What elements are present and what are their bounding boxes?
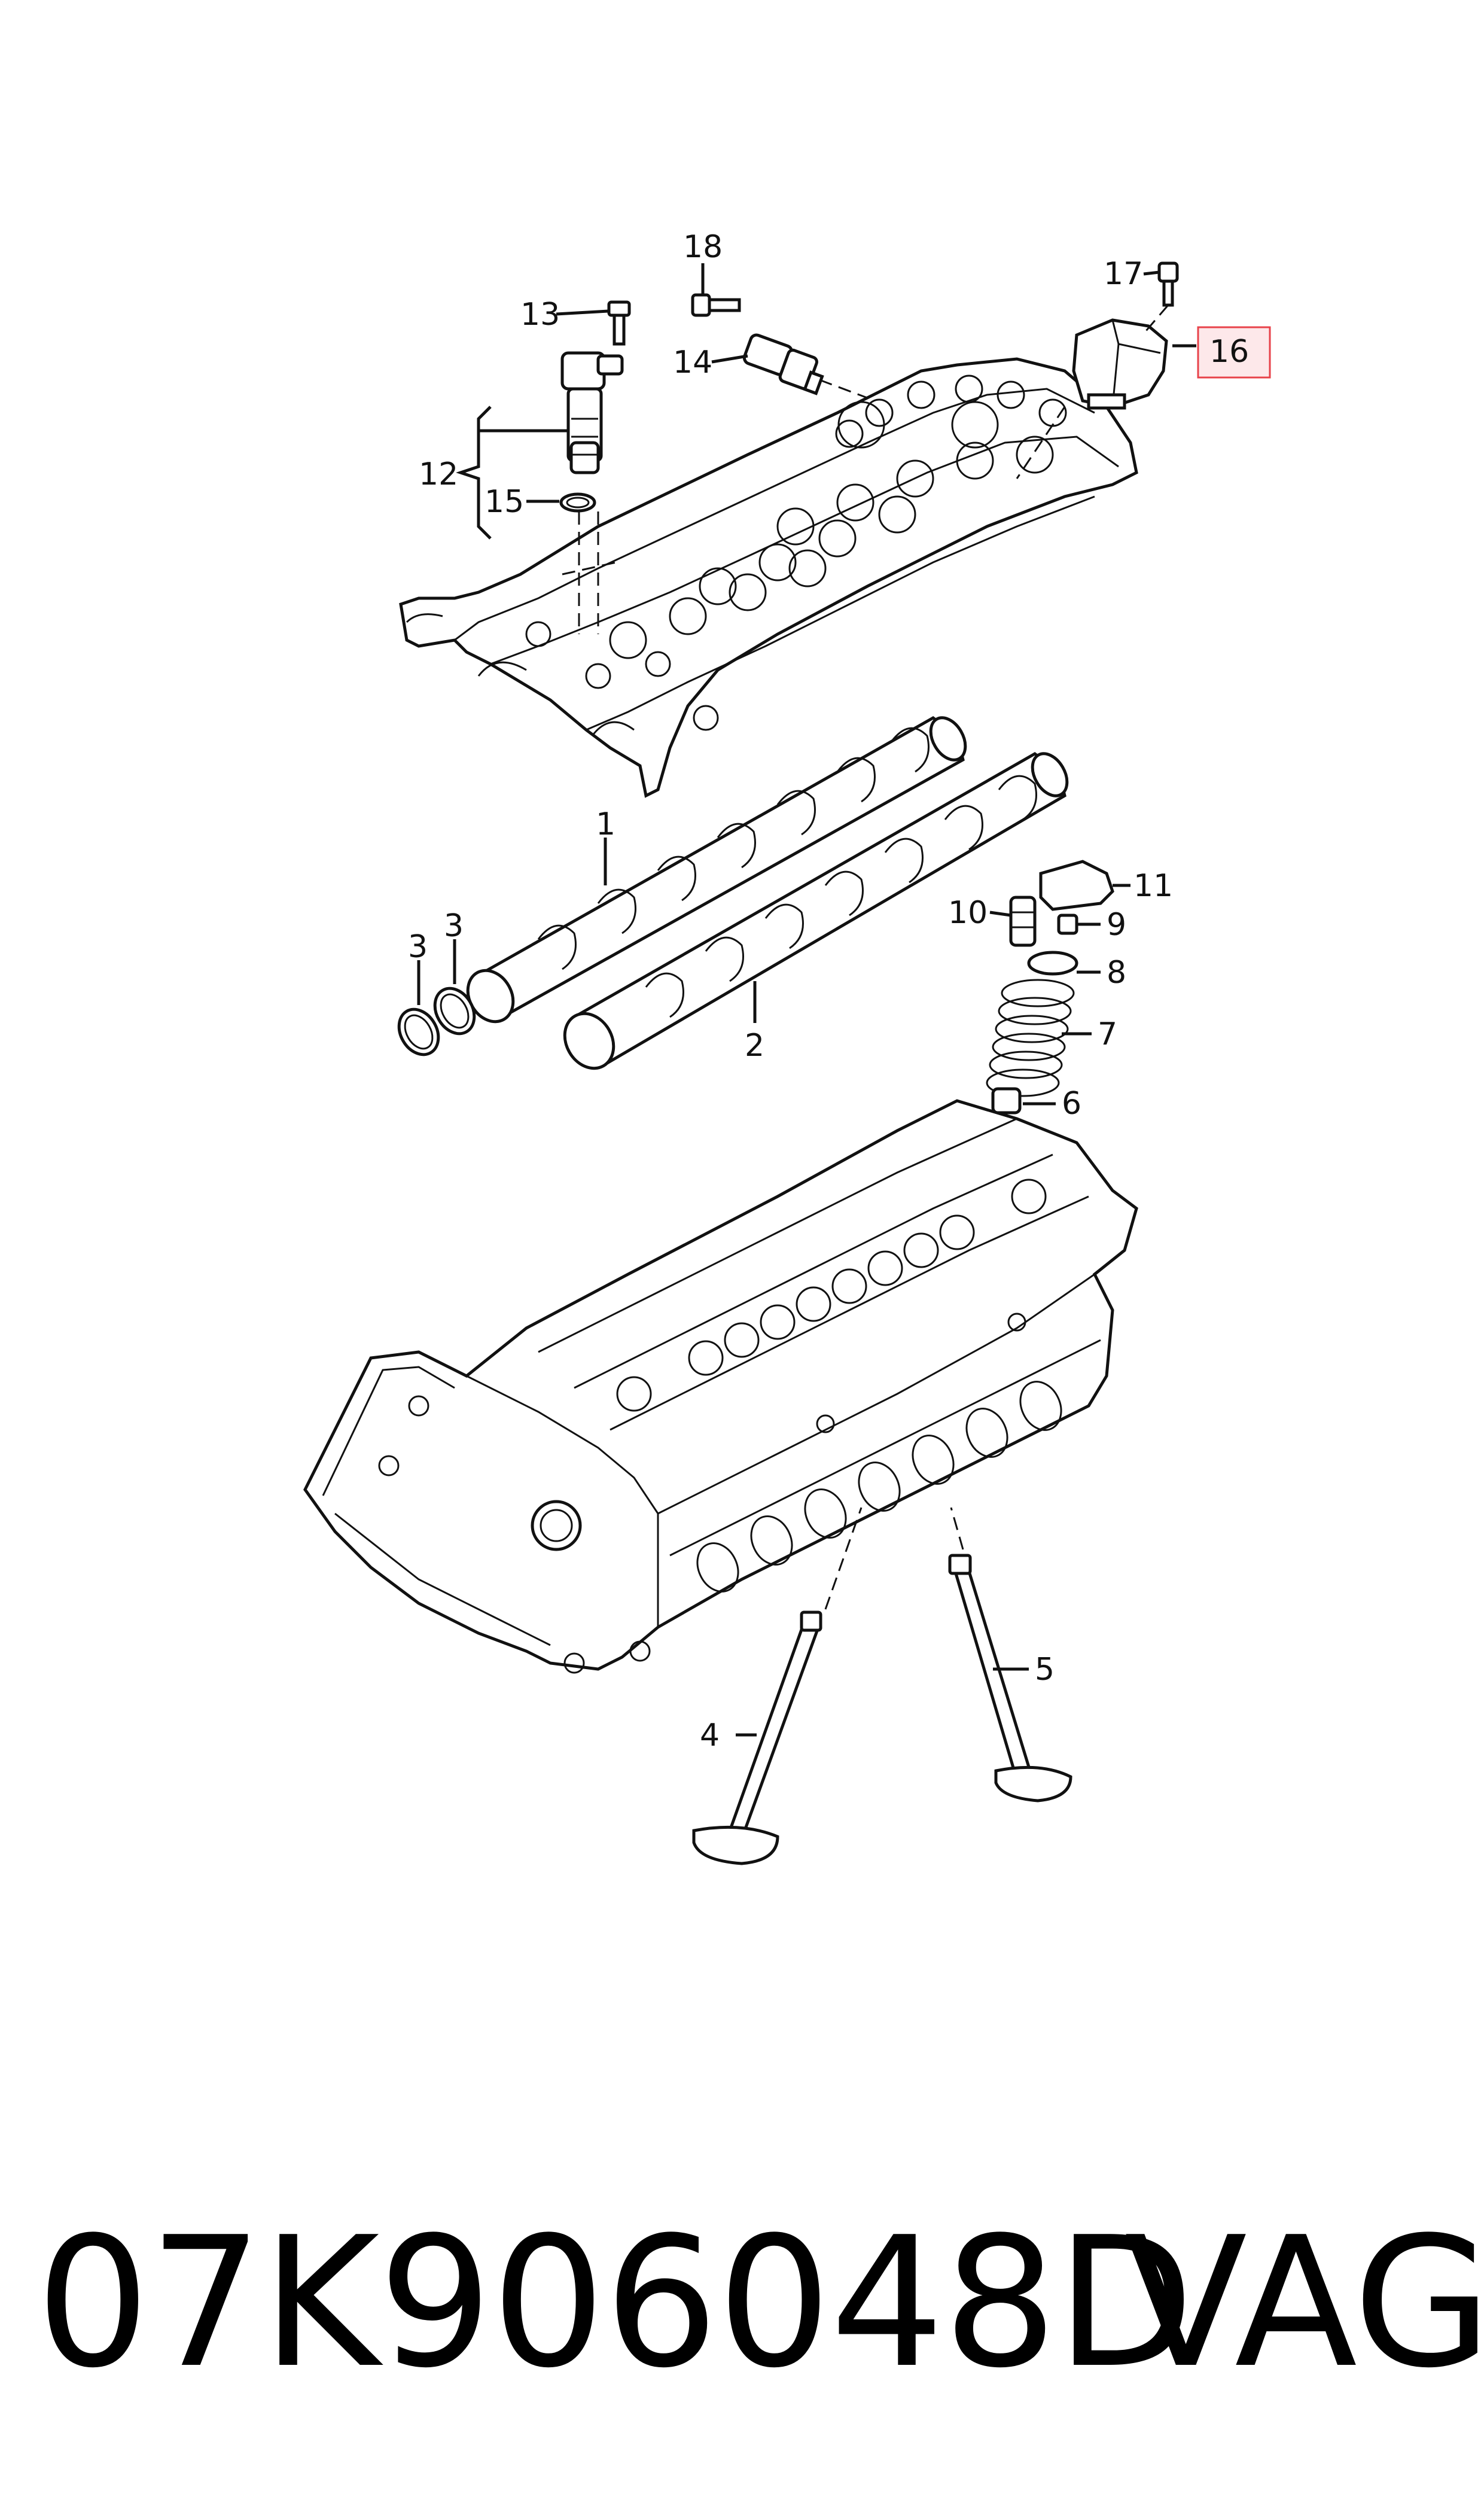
callout-16-highlight [1197,326,1271,379]
callout-6: 6 [1062,1086,1081,1122]
sensor-14 [742,333,824,395]
callout-3a: 3 [408,929,428,965]
valve-5 [948,1554,1072,1803]
camshaft-1 [466,716,967,1024]
seal-ring-3b [433,987,476,1036]
callout-1: 1 [596,806,615,842]
bolt-17 [1157,261,1179,307]
leader-lines [417,263,1196,1737]
lifter-10 [1009,896,1037,947]
callout-4: 4 [700,1718,720,1753]
callout-7: 7 [1098,1016,1117,1052]
bolt-13 [607,300,631,346]
camshaft-2 [563,752,1069,1070]
callout-15: 15 [484,484,524,520]
callout-3b: 3 [444,908,464,944]
callout-18: 18 [683,229,723,265]
callout-13: 13 [520,297,560,333]
o-ring-15 [559,492,596,513]
callout-labels: 1 2 3 3 4 5 6 7 8 9 10 11 12 13 14 15 16… [408,229,1271,1753]
callout-9: 9 [1107,907,1126,943]
valve-spring-7 [986,979,1075,1097]
callout-5: 5 [1035,1652,1055,1688]
head-bores [378,1179,1047,1674]
cover-holes [525,374,1067,731]
callout-17: 17 [1104,256,1143,292]
rocker-arm-11 [1039,860,1114,911]
brand-name: VAG [1125,2199,1484,2407]
callout-8: 8 [1107,955,1126,991]
spring-retainer-8 [1027,951,1078,976]
part-number: 07K906048D [36,2199,1194,2407]
callout-14: 14 [673,345,712,380]
valve-stem-seal-6 [991,1087,1022,1115]
keeper-9 [1057,914,1078,935]
callout-12: 12 [419,456,458,492]
cylinder-head [303,1099,1138,1674]
callout-16: 16 [1209,334,1249,370]
camshaft-adjuster-valve [560,351,624,474]
callout-2: 2 [745,1028,764,1064]
callout-11: 11 [1133,868,1173,904]
head-ports [696,1381,1062,1593]
cylinder-head-cover [399,357,1138,798]
bolt-18 [691,293,741,317]
seal-ring-3a [397,1007,440,1056]
valve-4 [692,1610,822,1865]
callout-10: 10 [948,895,988,931]
solenoid-16 [1072,318,1168,410]
